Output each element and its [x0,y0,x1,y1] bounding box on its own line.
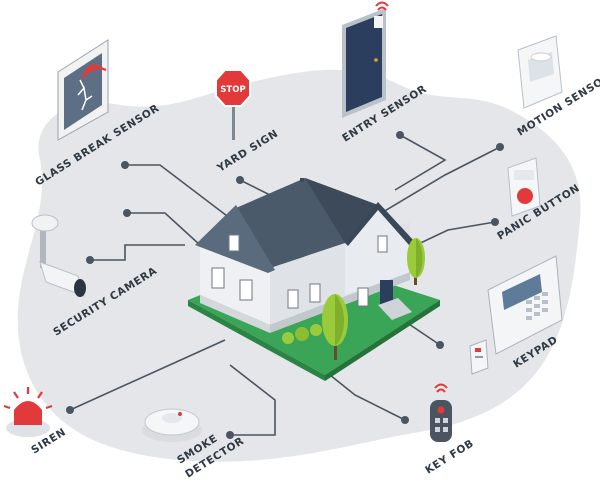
smoke-detector-device [142,408,202,442]
tree-front [322,294,348,360]
key-fob-device [430,383,452,442]
tree-right [407,238,425,285]
glass-break-sensor-device [57,39,109,141]
house [195,178,415,344]
grass-edge [188,300,325,381]
keypad-device [469,255,563,375]
grass-edge-right [325,300,440,381]
yard-sign-device: STOP [215,69,251,140]
connection-wires [66,131,504,439]
panic-button-device [507,157,541,217]
yard-sign-text: STOP [220,85,245,95]
label-key-fob: KEY FOB [423,437,476,476]
security-camera-device [31,214,86,297]
motion-sensor-device [517,35,563,109]
entry-sensor-device [342,1,389,118]
siren-device [3,387,53,437]
